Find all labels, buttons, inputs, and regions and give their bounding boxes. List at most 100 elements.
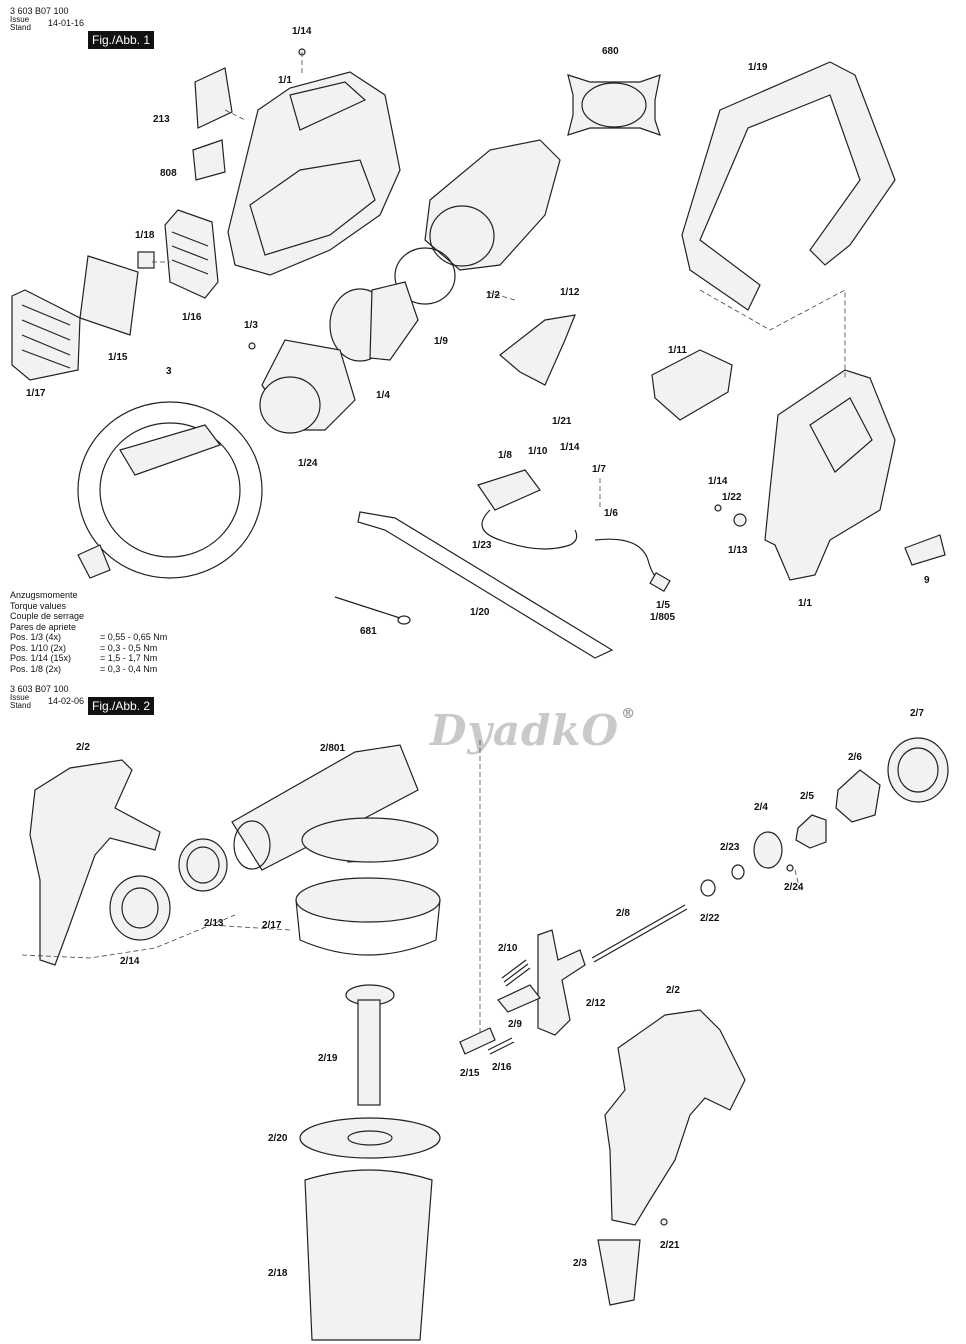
nozzle-part [835,769,881,823]
part-label: 2/3 [573,1258,587,1269]
gun-handle [604,1009,746,1226]
part-label: 2/2 [666,985,680,996]
body-part [764,369,896,581]
part-label: 3 [166,366,172,377]
part-label: 1/14 [560,442,580,453]
paint-container [304,1169,433,1341]
torque-pos: Pos. 1/10 (2x) [10,642,67,653]
part-label: 2/5 [800,791,814,802]
plate-part [459,1027,496,1055]
part-label: 1/1 [278,75,292,86]
part-label: 213 [153,114,170,125]
label-plate [192,139,226,181]
part-label: 2/19 [318,1053,338,1064]
seal-disc [299,1117,441,1159]
part-label: 2/24 [784,882,804,893]
part-label: 1/12 [560,287,580,298]
part-label: 2/18 [268,1268,288,1279]
fig2-date: 14-02-06 [48,696,85,706]
nozzle-part [795,814,827,849]
part-label: 2/4 [754,802,768,813]
part-label: 2/9 [508,1019,522,1030]
registered-mark: ® [621,706,637,722]
part-label: 1/9 [434,336,448,347]
nut-part [733,513,747,527]
part-label: 1/24 [298,458,318,469]
part-label: 2/12 [586,998,606,1009]
torque-val: = 0,3 - 0,4 Nm [100,663,158,674]
torque-val: = 0,55 - 0,65 Nm [100,632,168,642]
torque-row: Pos. 1/3 (4x)= 0,55 - 0,65 Nm [10,632,167,643]
part-label: 1/1 [798,598,812,609]
part-label: 2/13 [204,918,224,929]
part-label: 2/8 [616,908,630,919]
part-label: 9 [924,575,930,586]
screw-part [660,1218,668,1226]
screw-part [248,342,256,350]
part-label: 2/22 [700,913,720,924]
part-label: 2/10 [498,943,518,954]
hose-coil [77,401,263,579]
fig1-code: 3 603 B07 100 [10,6,69,16]
torque-table: Anzugsmomente Torque values Couple de se… [10,590,167,674]
torque-row: Pos. 1/10 (2x) = 0,3 - 0,5 Nm [10,643,167,654]
filter-part [11,289,81,381]
collar-ring [295,877,441,923]
part-label: 1/4 [376,390,390,401]
nut-ring [178,838,228,892]
fig2-issue: Issue Stand [10,693,31,710]
part-label: 808 [160,168,177,179]
part-label: 1/13 [728,545,748,556]
torque-row: Pos. 1/14 (15x)= 1,5 - 1,7 Nm [10,653,167,664]
torque-title-es: Pares de apriete [10,621,77,632]
spring-part [487,1037,515,1055]
nozzle-cap [597,1239,641,1306]
part-label: 1/17 [26,388,46,399]
cover-part [651,349,733,421]
part-label: 2/23 [720,842,740,853]
watermark: DyadkO® [430,706,636,755]
clip-part [137,251,155,269]
watermark-text: DyadkO [430,706,620,755]
torque-val: = 0,3 - 0,5 Nm [100,642,158,653]
bracket-part [499,314,576,386]
trigger-part [537,929,586,1036]
part-label: 1/16 [182,312,202,323]
switch-part [477,469,541,511]
o-ring-part [700,879,716,897]
cable-tie [334,596,401,619]
part-label: 680 [602,46,619,57]
rod-part [357,511,614,659]
gun-handle [29,759,161,966]
part-label: 1/22 [722,492,742,503]
fig2-code: 3 603 B07 100 [10,684,69,694]
part-label: 2/6 [848,752,862,763]
spring-part [501,959,531,987]
label-plate [904,534,946,566]
part-label: 2/801 [320,743,346,754]
torque-title-de: Anzugsmomente [10,590,78,600]
power-cord [594,538,661,583]
part-label: 2/2 [76,742,90,753]
part-label: 1/10 [528,446,548,457]
motor-cover [424,139,561,271]
part-label: 1/20 [470,607,490,618]
part-label: 1/14 [292,26,312,37]
adjust-ring [753,831,783,869]
part-label: 1/5 [656,600,670,611]
part-label: 2/16 [492,1062,512,1073]
torque-title-fr: Couple de serrage [10,611,85,621]
torque-pos: Pos. 1/8 (2x) [10,663,62,674]
handle-part [681,61,896,311]
part-label: 2/20 [268,1133,288,1144]
fig1-title: Fig./Abb. 1 [88,31,155,49]
label-plate [194,67,233,129]
torque-title-en: Torque values [10,600,67,611]
part-label: 2/15 [460,1068,480,1079]
part-label: 1/6 [604,508,618,519]
fig1-date: 14-01-16 [48,18,85,28]
screw-part [786,864,794,872]
part-label: 1/23 [472,540,492,551]
